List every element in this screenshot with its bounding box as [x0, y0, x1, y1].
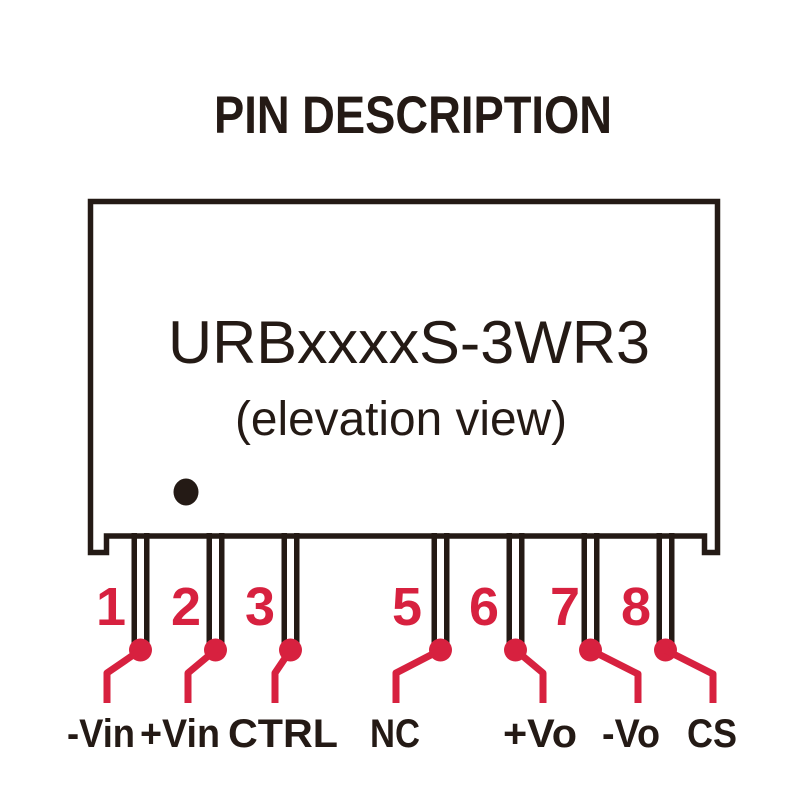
pin1-indicator-dot — [173, 478, 199, 506]
pin-number: 7 — [550, 577, 580, 637]
pin-label: +Vo — [503, 712, 577, 756]
pin-group-1: 1 -Vin — [67, 533, 152, 756]
pin-number: 2 — [171, 577, 201, 637]
module-name: URBxxxxS-3WR3 — [168, 309, 650, 376]
pin-label: -Vo — [602, 712, 660, 756]
pin-label: +Vin — [140, 712, 220, 756]
pin-number: 5 — [392, 577, 422, 637]
pin-callout-line — [271, 648, 294, 703]
pin-number: 3 — [245, 577, 275, 637]
pin-callout-line — [663, 646, 717, 703]
pin-callout-line — [184, 647, 218, 703]
pin-label: NC — [370, 712, 420, 756]
pin-group-2: 2 +Vin — [140, 533, 227, 756]
pin-callout-line — [513, 647, 547, 703]
pin-group-6: 6 +Vo — [469, 533, 577, 756]
pin-callout-line — [103, 647, 143, 703]
pin-group-3: 3 CTRL — [228, 533, 338, 756]
pin-number: 6 — [469, 577, 499, 637]
pin-label: CS — [687, 712, 737, 756]
pin-group-8: 8 CS — [621, 533, 737, 756]
pin-number: 8 — [621, 577, 651, 637]
pin-label: -Vin — [67, 712, 135, 756]
pin-group-5: 5 NC — [370, 533, 452, 756]
pin-callout-line — [588, 646, 642, 703]
diagram-title: PIN DESCRIPTION — [214, 86, 612, 145]
module-outline — [87, 198, 721, 556]
pin-number: 1 — [96, 577, 126, 637]
module-view-label: (elevation view) — [235, 393, 567, 446]
pin-callout-line — [392, 646, 443, 703]
pin-label: CTRL — [228, 712, 338, 756]
pin-group-7: 7 -Vo — [550, 533, 660, 756]
